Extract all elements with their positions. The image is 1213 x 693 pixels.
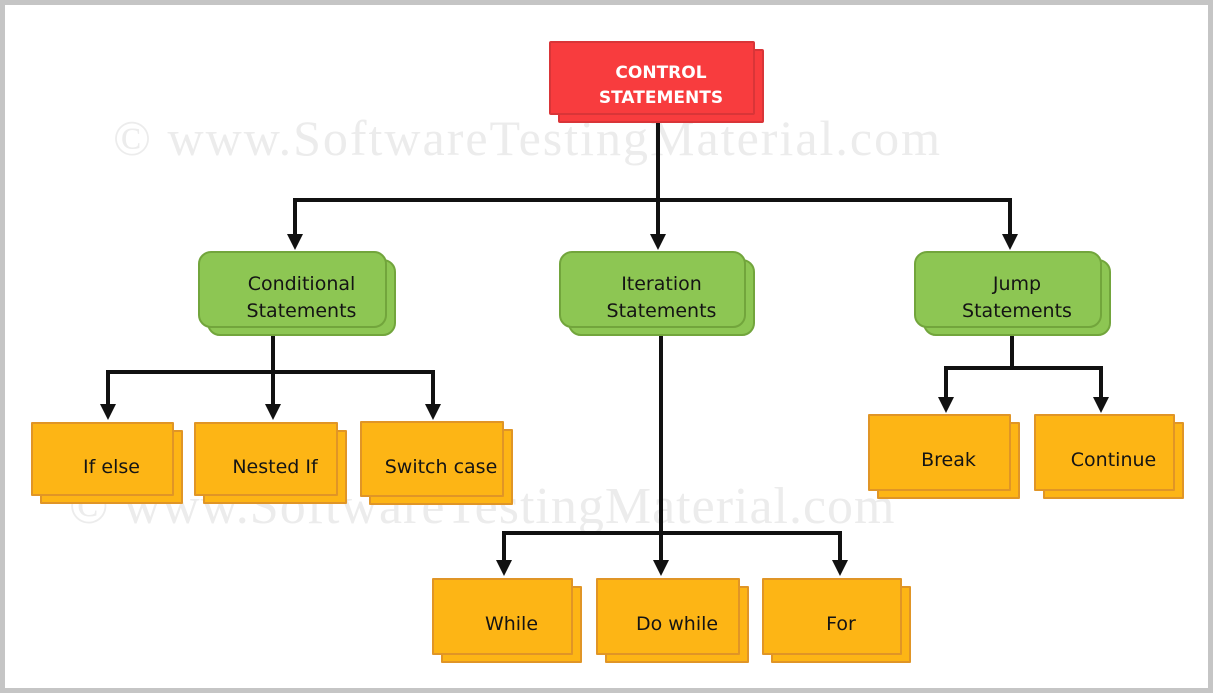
arrowhead-for — [832, 560, 848, 576]
node-continue-label: Continue — [1070, 449, 1157, 472]
node-continue: Continue — [1034, 414, 1184, 499]
arrowhead-switch-case — [425, 404, 441, 420]
arrowhead-while — [496, 560, 512, 576]
arrowhead-jump — [1002, 234, 1018, 250]
node-break: Break — [868, 414, 1020, 499]
connector-lines — [100, 121, 1109, 576]
node-control-statements-label: CONTROL STATEMENTS — [598, 62, 724, 109]
node-switch-case: Switch case — [360, 421, 513, 505]
node-do-while: Do while — [596, 578, 749, 663]
node-conditional-statements: Conditional Statements — [198, 251, 396, 336]
node-nested-if: Nested If — [194, 422, 347, 504]
node-if-else: If else — [31, 422, 183, 504]
watermark-text-top: © www.SoftwareTestingMaterial.com — [113, 110, 942, 166]
arrowhead-nested-if — [265, 404, 281, 420]
node-jump-statements-label: Jump Statements — [962, 272, 1072, 322]
node-iteration-statements-label: Iteration Statements — [606, 272, 717, 322]
node-for: For — [762, 578, 911, 663]
arrowhead-iteration — [650, 234, 666, 250]
node-nested-if-label: Nested If — [232, 455, 318, 478]
node-iteration-statements: Iteration Statements — [559, 251, 755, 336]
node-conditional-statements-label: Conditional Statements — [246, 272, 357, 322]
arrowhead-do-while — [653, 560, 669, 576]
node-do-while-label: Do while — [635, 613, 719, 636]
arrowhead-continue — [1093, 397, 1109, 413]
node-switch-case-label: Switch case — [384, 455, 498, 478]
node-while-label: While — [484, 613, 539, 636]
node-control-statements: CONTROL STATEMENTS — [549, 41, 764, 123]
node-for-label: For — [826, 613, 856, 636]
arrowhead-conditional — [287, 234, 303, 250]
arrowhead-if-else — [100, 404, 116, 420]
arrowhead-break — [938, 397, 954, 413]
node-while: While — [432, 578, 582, 663]
node-break-label: Break — [921, 449, 976, 472]
node-if-else-label: If else — [83, 455, 140, 478]
node-jump-statements: Jump Statements — [914, 251, 1111, 336]
